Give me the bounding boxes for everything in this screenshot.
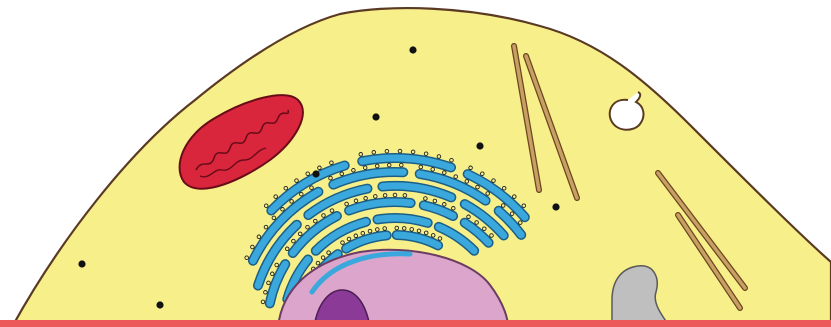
ribosome [395, 226, 399, 230]
ribosome [271, 272, 275, 276]
ribosome [419, 165, 423, 169]
ribosome [443, 171, 447, 175]
ribosome [438, 237, 442, 241]
ribosome [330, 209, 334, 213]
ribosome [306, 225, 310, 229]
ribosome [264, 291, 268, 295]
ribosome [245, 256, 249, 260]
ribosome [372, 151, 376, 155]
ribosome [433, 199, 437, 203]
ribosome [481, 172, 485, 176]
ribosome [376, 228, 380, 232]
ribosome [251, 245, 255, 249]
ribosome [368, 229, 372, 233]
ribosome [431, 168, 435, 172]
ribosome [318, 166, 322, 170]
ribosome [284, 186, 288, 190]
ribosome [465, 180, 469, 184]
ribosome [298, 232, 302, 236]
ribosome [522, 204, 526, 208]
ribosome [431, 234, 435, 238]
ribosome [501, 204, 505, 208]
ribosome [264, 204, 268, 208]
ribosome [316, 261, 320, 265]
ribosome [398, 149, 402, 153]
ribosome [475, 221, 479, 225]
ribosome [402, 227, 406, 231]
ribosome [383, 227, 387, 231]
ribosome [424, 152, 428, 156]
ribosome [327, 251, 331, 255]
ribosome [363, 166, 367, 170]
ribosome [330, 161, 334, 165]
ribosome [275, 263, 279, 267]
ribosome [257, 235, 261, 239]
ribosome [347, 237, 351, 241]
ribosome [292, 239, 296, 243]
ribosome [393, 193, 397, 197]
ribosome [295, 179, 299, 183]
ribosome [361, 231, 365, 235]
ribosome [417, 229, 421, 233]
ribosome [519, 221, 523, 225]
ribosome [306, 172, 310, 176]
ribosome [469, 166, 473, 170]
ribosome [322, 214, 326, 218]
ribosome [403, 194, 407, 198]
ribosome [272, 216, 276, 220]
ribosome [443, 203, 447, 207]
ribosome [274, 195, 278, 199]
ribosome [375, 164, 379, 168]
ribosome [490, 234, 494, 238]
ribosome [359, 153, 363, 157]
ribosome [513, 195, 517, 199]
ribosome [310, 186, 314, 190]
ribosome [437, 155, 441, 159]
ribosome [290, 200, 294, 204]
ribosome [400, 163, 404, 167]
ribosome [354, 234, 358, 238]
ribosome [454, 175, 458, 179]
ribosome [385, 149, 389, 153]
ribosome [383, 194, 387, 198]
ribosome [450, 158, 454, 162]
ribosome [364, 197, 368, 201]
ribosome [467, 215, 471, 219]
ribosome [492, 179, 496, 183]
ribosome [424, 197, 428, 201]
ribosome [424, 231, 428, 235]
bottom-band [0, 320, 831, 327]
ribosome [483, 227, 487, 231]
ribosome [486, 192, 490, 196]
ribosome [264, 225, 268, 229]
ribosome [476, 185, 480, 189]
ribosome [267, 281, 271, 285]
ribosome [314, 219, 318, 223]
ribosome [300, 192, 304, 196]
ribosome [354, 199, 358, 203]
ribosome [510, 212, 514, 216]
ribosome [281, 208, 285, 212]
ribosome [345, 202, 349, 206]
ribosome [452, 207, 456, 211]
ribosome [410, 228, 414, 232]
ribosome [321, 256, 325, 260]
ribosome [411, 150, 415, 154]
ribosome [374, 195, 378, 199]
ribosome [261, 300, 265, 304]
ribosome [502, 186, 506, 190]
ribosome [285, 247, 289, 251]
ribosome [341, 241, 345, 245]
ribosome [387, 163, 391, 167]
ribosome [340, 172, 344, 176]
ribosome [329, 176, 333, 180]
ribosome [352, 169, 356, 173]
